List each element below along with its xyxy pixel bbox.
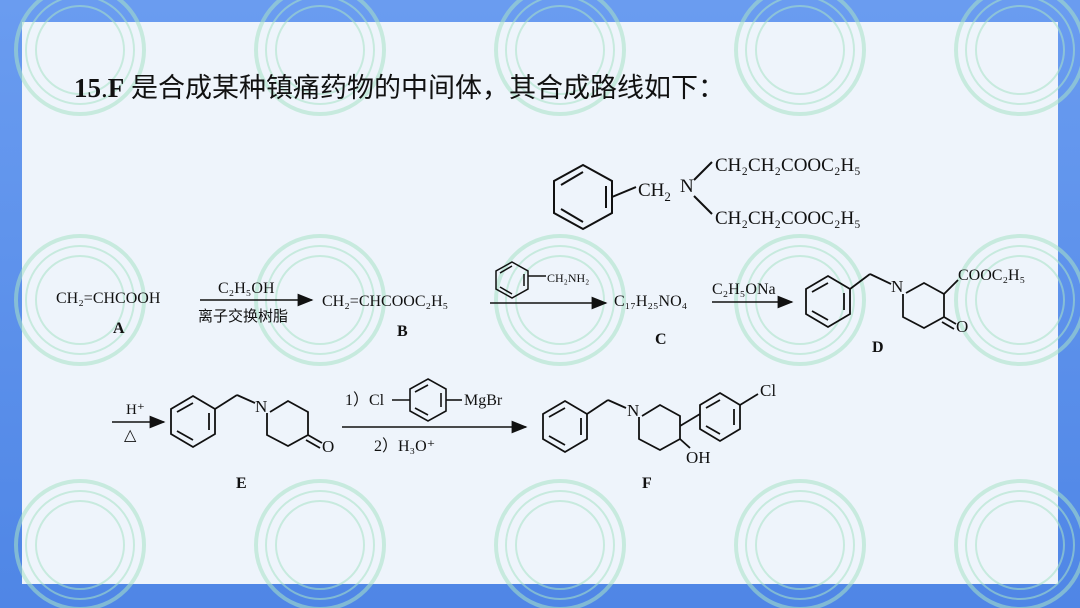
benzyl-ch2-bond: [849, 273, 871, 290]
piperidine-ring-D: [902, 281, 945, 330]
ketone-bond: [943, 316, 957, 325]
benzene-ring-grignard: [409, 378, 447, 422]
benzyl-ch2-bond: [214, 394, 238, 410]
question-compound-letter: F: [107, 73, 125, 103]
piperidine-ring-F: [638, 403, 681, 452]
watermark-seal: [734, 479, 866, 608]
watermark-seal: [14, 0, 146, 116]
compound-A-formula: CH₂=CHCOOH: [56, 290, 161, 307]
ring-double-bond: [414, 384, 429, 393]
condition-2: 2）H₃O⁺: [374, 437, 435, 455]
benzyl-ch2-bond: [586, 399, 609, 415]
benzene-ring-small: [495, 261, 529, 299]
reagent-heat: △: [124, 427, 137, 444]
lower-ester-chain: CH₂CH₂COOC₂H₅: [715, 208, 861, 229]
piperidine-ring-E: [266, 399, 309, 448]
aryl-cl-bond: [739, 393, 759, 406]
watermark-seal: [954, 479, 1080, 608]
watermark-seal: [954, 0, 1080, 116]
question-stem: 15.F 是合成某种镇痛药物的中间体，其合成路线如下：: [74, 66, 725, 105]
ester-bond: [943, 279, 959, 295]
watermark-seal: [254, 479, 386, 608]
question-text: 是合成某种镇痛药物的中间体，其合成路线如下：: [131, 73, 725, 103]
watermark-seal: [254, 0, 386, 116]
compound-F-structure: [542, 391, 759, 454]
question-separator: .: [101, 73, 108, 103]
watermark-seal: [954, 234, 1080, 366]
watermark-seal: [494, 0, 626, 116]
watermark-seal: [494, 234, 626, 366]
ring-double-bond: [548, 407, 566, 418]
compound-E-nitrogen: N: [255, 397, 267, 416]
label-D: D: [872, 339, 884, 356]
ring-double-bond: [705, 399, 721, 409]
watermark-seal: [14, 234, 146, 366]
n-upper-bond: [693, 161, 713, 181]
ch2-n-bond: [607, 399, 627, 409]
ring-double-bond: [811, 282, 829, 293]
reagent-resin: 离子交换树脂: [198, 307, 288, 325]
label-F: F: [642, 475, 652, 492]
ring-double-bond: [811, 310, 829, 321]
condition-1-suffix: MgBr: [464, 392, 503, 409]
reagent-acid: H⁺: [126, 402, 145, 418]
ring-double-bond: [499, 286, 513, 295]
benzylamine-label: CH₂NH₂: [547, 271, 589, 285]
c-oh-bond: [679, 438, 691, 449]
compound-D-nitrogen: N: [891, 277, 903, 296]
c-aryl-bond: [679, 413, 701, 427]
compound-B-formula: CH₂=CHCOOC₂H₅: [322, 293, 448, 310]
ch2-n-bond: [869, 273, 892, 285]
reagent-sodium-ethoxide: C₂H₅ONa: [712, 281, 776, 298]
compound-top: [553, 161, 713, 231]
label-B: B: [397, 323, 408, 340]
ring-double-bond: [548, 435, 566, 446]
question-number: 15: [74, 73, 101, 103]
chlorophenyl-grignard: [392, 378, 462, 422]
compound-F-chlorine: Cl: [760, 381, 776, 400]
ring-double-bond: [414, 407, 429, 416]
n-lower-bond: [693, 195, 713, 215]
ketone-bond: [941, 321, 955, 330]
watermark-seal: [734, 0, 866, 116]
ring-double-bond: [176, 402, 194, 413]
upper-ester-chain: CH₂CH₂COOC₂H₅: [715, 155, 861, 176]
benzene-ring-top: [553, 163, 613, 231]
ch2-label: CH2: [638, 180, 671, 204]
compound-F-hydroxyl: OH: [686, 448, 711, 467]
benzyl-bond: [611, 186, 637, 198]
ring-double-bond: [560, 171, 584, 186]
ring-double-bond: [560, 208, 584, 223]
benzylamine-reagent: [495, 261, 546, 299]
label-E: E: [236, 475, 247, 492]
watermark-seal: [494, 479, 626, 608]
compound-D-structure: [805, 273, 959, 330]
watermark-seal: [14, 479, 146, 608]
reagent-ethanol: C₂H₅OH: [218, 280, 275, 297]
ring-double-bond: [499, 265, 513, 274]
watermark-layer: [14, 0, 1080, 608]
compound-E-structure: [170, 394, 323, 449]
ch2-n-bond: [236, 394, 256, 404]
compound-D-oxygen: O: [956, 317, 968, 336]
label-A: A: [113, 320, 125, 337]
ketone-bond: [307, 434, 323, 444]
ring-double-bond: [176, 430, 194, 441]
ketone-bond: [305, 439, 321, 449]
compound-E-oxygen: O: [322, 437, 334, 456]
compound-D-ester: COOC₂H₅: [958, 267, 1025, 284]
label-C: C: [655, 331, 667, 348]
nitrogen-label: N: [680, 176, 694, 197]
ring-double-bond: [705, 425, 721, 435]
compound-F-nitrogen: N: [627, 401, 639, 420]
condition-1-prefix: 1）Cl: [345, 391, 385, 409]
compound-C-formula: C₁₇H₂₅NO₄: [614, 293, 688, 310]
